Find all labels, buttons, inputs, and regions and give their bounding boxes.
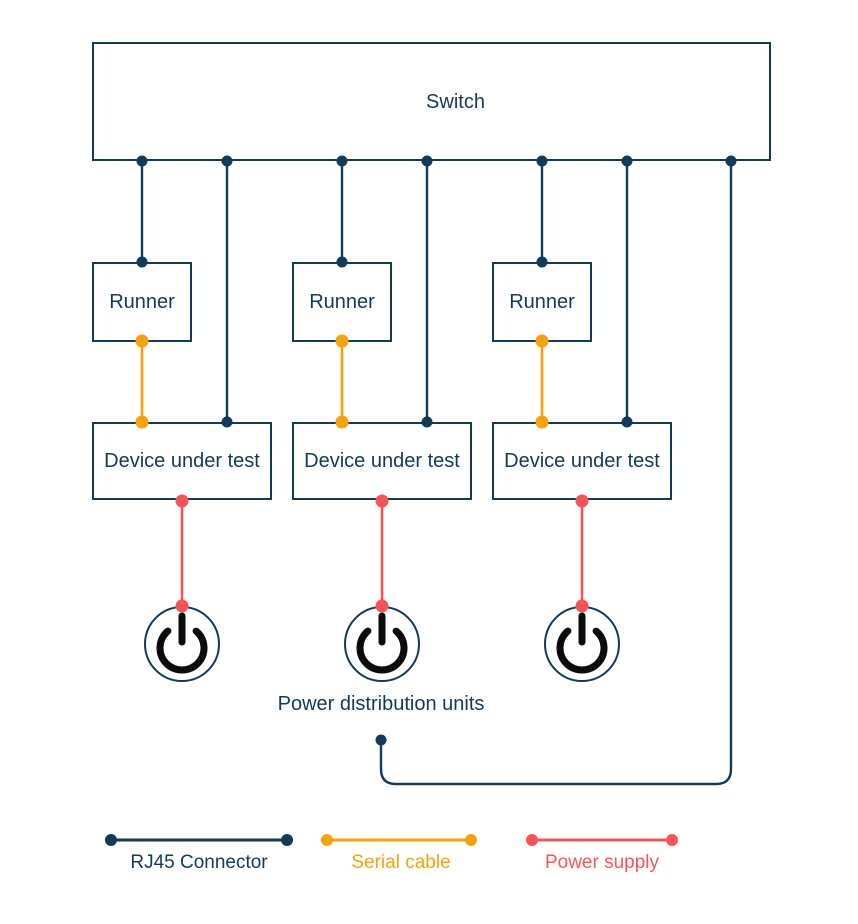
device-under-test-label: Device under test (104, 450, 260, 472)
switch-label: Switch (426, 90, 485, 113)
pdu-connector-dot (375, 734, 387, 746)
legend-dot (321, 834, 333, 846)
power-button-ring (144, 606, 220, 682)
legend-dot (281, 834, 293, 846)
legend-dot (465, 834, 477, 846)
power-dot (575, 599, 589, 613)
device-under-test-label: Device under test (304, 450, 460, 472)
power-button-ring (544, 606, 620, 682)
legend-dot (666, 834, 678, 846)
serial-lines (140, 340, 544, 424)
power-icon (556, 627, 608, 674)
power-button-3 (544, 606, 620, 682)
legend (105, 834, 678, 846)
power-lines (180, 499, 584, 608)
power-icon (356, 627, 408, 674)
power-button-ring (344, 606, 420, 682)
device-under-test-label: Device under test (504, 450, 660, 472)
power-dot (175, 599, 189, 613)
runner-label: Runner (309, 291, 375, 313)
legend-dot (105, 834, 117, 846)
connector-dots-serial (135, 334, 549, 429)
device-under-test-box-1: Device under test (92, 422, 272, 500)
runner-label: Runner (509, 291, 575, 313)
pdu-caption: Power distribution units (277, 693, 485, 715)
runner-box-3: Runner (492, 262, 592, 342)
power-button-1 (144, 606, 220, 682)
legend-dot (526, 834, 538, 846)
connector-dots-power (175, 494, 589, 613)
runner-box-2: Runner (292, 262, 392, 342)
device-under-test-box-3: Device under test (492, 422, 672, 500)
runner-box-1: Runner (92, 262, 192, 342)
power-dot (375, 599, 389, 613)
device-under-test-box-2: Device under test (292, 422, 472, 500)
legend-label-serial: Serial cable (351, 852, 451, 873)
legend-label-power: Power supply (544, 852, 660, 873)
power-icon (156, 627, 208, 674)
switch-box: Switch (92, 42, 771, 161)
legend-label-rj45: RJ45 Connector (130, 852, 268, 873)
power-button-2 (344, 606, 420, 682)
runner-label: Runner (109, 291, 175, 313)
